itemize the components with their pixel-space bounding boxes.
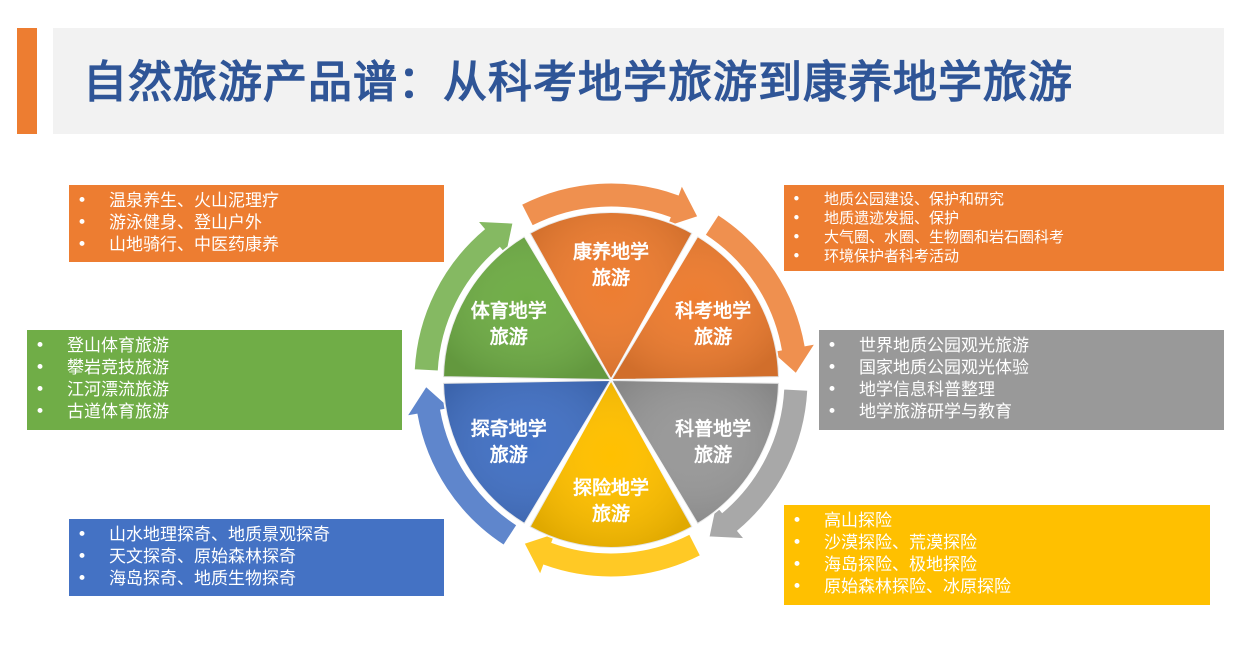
list-item: •国家地质公园观光体验 (827, 358, 1029, 378)
list-item: •高山探险 (792, 511, 892, 531)
segment-label-kepu: 科普地学 (675, 417, 751, 440)
list-item: •地学旅游研学与教育 (827, 402, 1012, 422)
list-item: •天文探奇、原始森林探奇 (77, 547, 296, 567)
arrow-tanxian (523, 532, 702, 578)
list-kangyang: •温泉养生、火山泥理疗 •游泳健身、登山户外 •山地骑行、中医药康养 (69, 190, 444, 256)
sector-shade-kangyang (529, 212, 693, 380)
list-item: •环境保护者科考活动 (792, 247, 960, 265)
arrow-tanqi (408, 385, 518, 546)
sector-shade-tiyu (443, 235, 611, 380)
list-item: •山地骑行、中医药康养 (77, 235, 279, 255)
arrow-kepu (708, 388, 809, 540)
list-item: •地学信息科普整理 (827, 380, 995, 400)
sector-shade-kekao (611, 235, 779, 380)
segment-label-tiyu: 体育地学 (471, 299, 547, 322)
arrow-tiyu (413, 220, 514, 372)
list-item: •沙漠探险、荒漠探险 (792, 533, 977, 553)
sector-shade-kepu (611, 380, 779, 525)
segment-label-tanxian: 旅游 (592, 502, 630, 525)
list-item: •游泳健身、登山户外 (77, 213, 262, 233)
box-kangyang: •温泉养生、火山泥理疗 •游泳健身、登山户外 •山地骑行、中医药康养 (69, 185, 444, 262)
sector-shade-tanxian (529, 380, 693, 548)
list-kepu: •世界地质公园观光旅游 •国家地质公园观光体验 •地学信息科普整理 •地学旅游研… (819, 335, 1224, 423)
box-tiyu: •登山体育旅游 •攀岩竞技旅游 •江河漂流旅游 •古道体育旅游 (27, 330, 402, 430)
segment-label-tanqi: 旅游 (490, 443, 528, 466)
box-tanqi: •山水地理探奇、地质景观探奇 •天文探奇、原始森林探奇 •海岛探奇、地质生物探奇 (69, 519, 444, 596)
list-item: •古道体育旅游 (35, 402, 169, 422)
list-item: •温泉养生、火山泥理疗 (77, 191, 279, 211)
segment-label-kangyang: 康养地学 (573, 240, 649, 263)
list-item: •世界地质公园观光旅游 (827, 336, 1029, 356)
page-title: 自然旅游产品谱：从科考地学旅游到康养地学旅游 (83, 57, 1073, 108)
arrow-kangyang (520, 182, 699, 228)
box-tanxian: •高山探险 •沙漠探险、荒漠探险 •海岛探险、极地探险 •原始森林探险、冰原探险 (784, 505, 1210, 605)
box-kepu: •世界地质公园观光旅游 •国家地质公园观光体验 •地学信息科普整理 •地学旅游研… (819, 330, 1224, 430)
list-tanqi: •山水地理探奇、地质景观探奇 •天文探奇、原始森林探奇 •海岛探奇、地质生物探奇 (69, 524, 444, 590)
segment-label-tanqi: 探奇地学 (471, 417, 547, 440)
list-tanxian: •高山探险 •沙漠探险、荒漠探险 •海岛探险、极地探险 •原始森林探险、冰原探险 (784, 510, 1210, 598)
list-item: •攀岩竞技旅游 (35, 358, 169, 378)
title-banner (53, 28, 1224, 134)
list-item: •原始森林探险、冰原探险 (792, 577, 1011, 597)
list-item: •地质公园建设、保护和研究 (792, 190, 1005, 208)
segment-label-tanxian: 探险地学 (573, 476, 649, 499)
segment-label-kekao: 旅游 (694, 325, 732, 348)
box-kekao: •地质公园建设、保护和研究 •地质遗迹发掘、保护 •大气圈、水圈、生物圈和岩石圈… (784, 185, 1224, 271)
list-item: •大气圈、水圈、生物圈和岩石圈科考 (792, 228, 1065, 246)
list-item: •登山体育旅游 (35, 336, 169, 356)
segment-label-kangyang: 旅游 (592, 266, 630, 289)
list-item: •海岛探奇、地质生物探奇 (77, 569, 296, 589)
list-item: •江河漂流旅游 (35, 380, 169, 400)
title-accent-bar (17, 28, 37, 134)
segment-label-kekao: 科考地学 (675, 299, 751, 322)
sector-shade-tanqi (443, 380, 611, 525)
list-tiyu: •登山体育旅游 •攀岩竞技旅游 •江河漂流旅游 •古道体育旅游 (27, 335, 402, 423)
list-item: •山水地理探奇、地质景观探奇 (77, 525, 330, 545)
list-item: •海岛探险、极地探险 (792, 555, 977, 575)
arrow-kekao (704, 214, 816, 375)
segment-label-tiyu: 旅游 (490, 325, 528, 348)
list-item: •地质遗迹发掘、保护 (792, 209, 960, 227)
list-kekao: •地质公园建设、保护和研究 •地质遗迹发掘、保护 •大气圈、水圈、生物圈和岩石圈… (784, 190, 1224, 266)
segment-label-kepu: 旅游 (694, 443, 732, 466)
